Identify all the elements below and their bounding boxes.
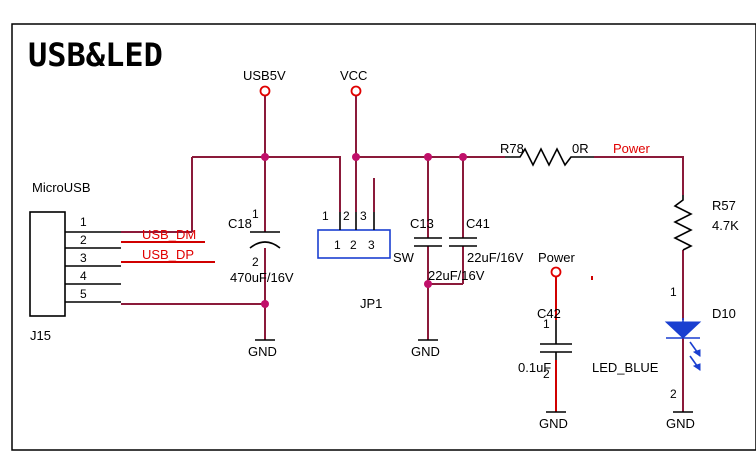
c18-ref: C18	[228, 216, 252, 231]
c18-pin2: 2	[252, 255, 259, 269]
jp1-inner-pin-3: 3	[368, 238, 375, 252]
c42-ref: C42	[537, 306, 561, 321]
c13-ref: C13	[410, 216, 434, 231]
d10-ref: D10	[712, 306, 736, 321]
led-d10: D10 1 2 LED_BLUE	[592, 285, 736, 401]
jp1-outer-pin-3: 3	[360, 209, 367, 223]
power-label-c42: Power	[538, 250, 576, 265]
power-label-rail: Power	[613, 141, 651, 156]
j15-pin-1: 1	[80, 215, 87, 229]
gnd-c42: GND	[539, 411, 568, 431]
capacitor-c13: C13 22uF/16V	[410, 216, 485, 283]
c41-ref: C41	[466, 216, 490, 231]
c13-value: 22uF/16V	[428, 268, 485, 283]
r57-ref: R57	[712, 198, 736, 213]
capacitor-c18: C18 1 2 470uF/16V	[228, 207, 294, 285]
gnd-label-c13: GND	[411, 344, 440, 359]
j15-pin-5: 5	[80, 287, 87, 301]
junction-dots	[261, 153, 467, 308]
j15-name: MicroUSB	[32, 180, 91, 195]
r78-ref: R78	[500, 141, 524, 156]
frame-border	[11, 23, 756, 451]
jp1-ref: JP1	[360, 296, 382, 311]
usb-dp-label: USB_DP	[142, 247, 194, 262]
jp1-inner-pin-2: 2	[350, 238, 357, 252]
j15-pin-3: 3	[80, 251, 87, 265]
d10-pin1: 1	[670, 285, 677, 299]
j15-pin-4: 4	[80, 269, 87, 283]
net-usb5v: USB5V	[243, 68, 286, 97]
j15-ref: J15	[30, 328, 51, 343]
usb-dm-label: USB_DM	[142, 227, 196, 242]
j15-pin-2: 2	[80, 233, 87, 247]
c41-value: 22uF/16V	[467, 250, 524, 265]
jp1-outer-pin-2: 2	[343, 209, 350, 223]
net-power-c42: Power	[538, 250, 576, 278]
jp1-inner-pin-1: 1	[334, 238, 341, 252]
r78-value: 0R	[572, 141, 589, 156]
gnd-c18: GND	[248, 339, 277, 359]
gnd-label-d10: GND	[666, 416, 695, 431]
c42-value: 0.1uF	[518, 360, 551, 375]
d10-value: LED_BLUE	[592, 360, 659, 375]
connector-j15: 1 2 3 4 5 MicroUSB J15	[29, 180, 121, 343]
capacitor-c42: C42 1 2 0.1uF	[518, 306, 572, 381]
d10-pin2: 2	[670, 387, 677, 401]
c18-value: 470uF/16V	[230, 270, 294, 285]
schematic-title: USB&LED	[28, 36, 163, 74]
c18-pin1: 1	[252, 207, 259, 221]
vcc-label: VCC	[340, 68, 367, 83]
gnd-label-c18: GND	[248, 344, 277, 359]
gnd-c13: GND	[411, 339, 440, 359]
switch-jp1: 1 2 3 1 2 3 SW JP1	[317, 209, 415, 311]
usb5v-label: USB5V	[243, 68, 286, 83]
capacitor-c41: C41 22uF/16V	[449, 216, 524, 265]
resistor-r78: R78 0R	[500, 141, 594, 167]
jp1-outer-pin-1: 1	[322, 209, 329, 223]
r57-value: 4.7K	[712, 218, 739, 233]
c42-pin2: 2	[543, 367, 550, 381]
gnd-d10: GND	[666, 411, 695, 431]
resistor-r57: R57 4.7K	[673, 195, 739, 251]
jp1-type: SW	[393, 250, 415, 265]
net-vcc: VCC	[340, 68, 367, 97]
gnd-label-c42: GND	[539, 416, 568, 431]
c42-pin1: 1	[543, 317, 550, 331]
